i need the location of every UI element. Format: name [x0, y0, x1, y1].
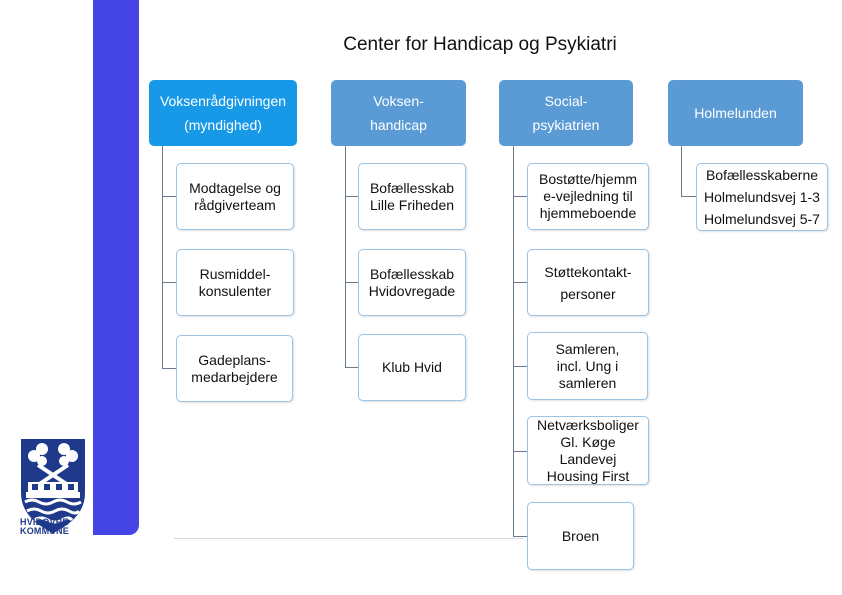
box-rusmiddelkonsulenter[interactable]: Rusmiddel- konsulenter [176, 249, 294, 316]
box-stoettekontaktpersoner[interactable]: Støttekontakt- personer [527, 249, 649, 316]
connector-col3-item4 [513, 451, 527, 452]
header-voksenraadgivningen[interactable]: Voksenrådgivningen (myndighed) [149, 80, 297, 146]
box-klub-hvid[interactable]: Klub Hvid [358, 334, 466, 401]
connector-col1 [162, 146, 163, 369]
connector-col3-item3 [513, 366, 527, 367]
header-holmelunden[interactable]: Holmelunden [668, 80, 803, 146]
connector-col1-item3 [162, 368, 176, 369]
box-gadeplansmedarbejdere[interactable]: Gadeplans- medarbejdere [176, 335, 293, 402]
box-modtagelse[interactable]: Modtagelse og rådgiverteam [176, 163, 294, 230]
accent-bar [93, 0, 139, 535]
page-title: Center for Handicap og Psykiatri [343, 34, 617, 55]
box-bofaellesskaberne[interactable]: Bofællesskaberne Holmelundsvej 1-3 Holme… [696, 163, 828, 231]
box-samleren[interactable]: Samleren, incl. Ung i samleren [527, 332, 648, 400]
box-hvidovregade[interactable]: Bofællesskab Hvidovregade [358, 249, 466, 316]
connector-col2-item1 [345, 196, 358, 197]
connector-col4-item1 [681, 196, 696, 197]
connector-col2 [345, 146, 346, 368]
connector-col1-item2 [162, 282, 176, 283]
connector-col1-item1 [162, 196, 176, 197]
connector-col2-item2 [345, 282, 358, 283]
box-lille-friheden[interactable]: Bofællesskab Lille Friheden [358, 163, 466, 230]
box-netvaerksboliger[interactable]: Netværksboliger Gl. Køge Landevej Housin… [527, 416, 649, 485]
box-broen[interactable]: Broen [527, 502, 634, 570]
box-bostoette[interactable]: Bostøtte/hjemm e-vejledning til hjemmebo… [527, 163, 649, 230]
connector-col2-item3 [345, 367, 358, 368]
connector-col3-item5 [513, 536, 527, 537]
header-voksenhandicap[interactable]: Voksen- handicap [331, 80, 466, 146]
logo-text-line2: KOMMUNE [20, 526, 69, 536]
logo-text-line1: HVIDOVRE [20, 517, 69, 527]
header-socialpsykiatrien[interactable]: Social- psykiatrien [499, 80, 633, 146]
connector-col4 [681, 146, 682, 197]
footer-divider [174, 538, 524, 539]
connector-col3 [513, 146, 514, 537]
connector-col3-item2 [513, 282, 527, 283]
connector-col3-item1 [513, 196, 527, 197]
hvidovre-kommune-logo [21, 439, 85, 533]
